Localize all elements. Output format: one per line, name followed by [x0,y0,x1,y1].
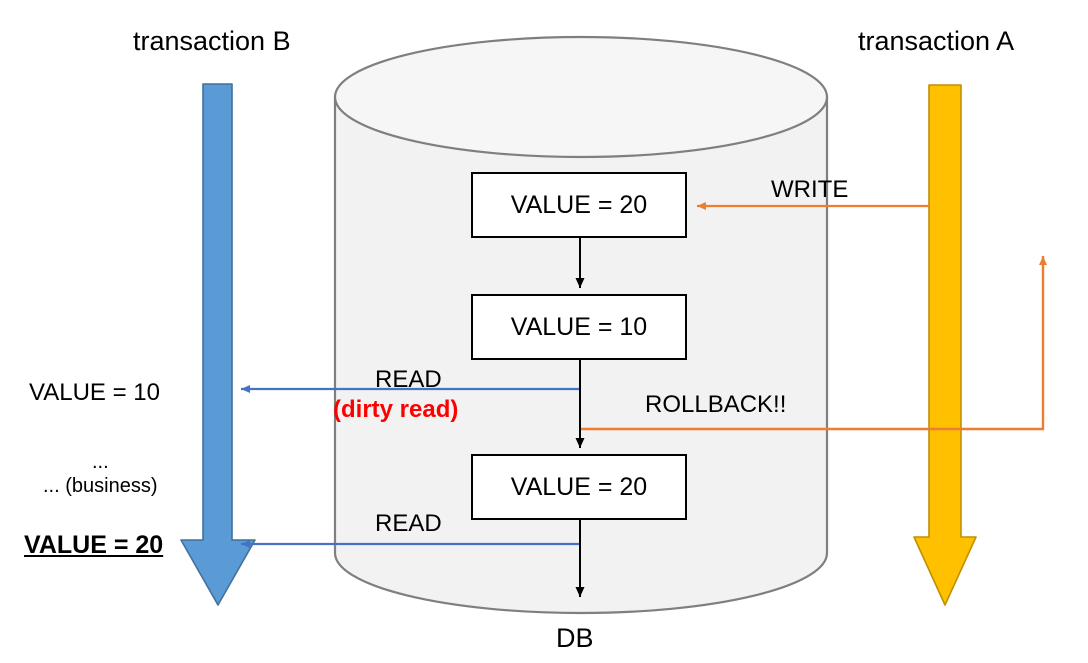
rollback-label: ROLLBACK!! [645,391,787,418]
value-box-3-label: VALUE = 20 [510,472,648,501]
value-box-2-label: VALUE = 10 [510,312,648,341]
left-final-value: VALUE = 20 [24,531,164,559]
value-box-1: VALUE = 20 [471,172,687,238]
write-label: WRITE [771,176,849,203]
db-label: DB [556,623,594,653]
left-business: ... (business) [43,475,158,497]
read-final-label: READ [375,510,442,537]
value-box-2: VALUE = 10 [471,294,687,360]
rollback-arrow [580,256,1047,431]
transaction-a-arrow [913,84,977,606]
read-dirty-label: READ [375,366,442,393]
value-box-3: VALUE = 20 [471,454,687,520]
left-ellipsis: ... [92,451,109,473]
transaction-b-title: transaction B [133,26,291,56]
transaction-a-title: transaction A [858,26,1015,56]
dirty-read-note: (dirty read) [333,396,459,423]
transaction-b-arrow [180,83,256,606]
value-box-1-label: VALUE = 20 [510,190,648,219]
left-read-value: VALUE = 10 [29,379,160,406]
